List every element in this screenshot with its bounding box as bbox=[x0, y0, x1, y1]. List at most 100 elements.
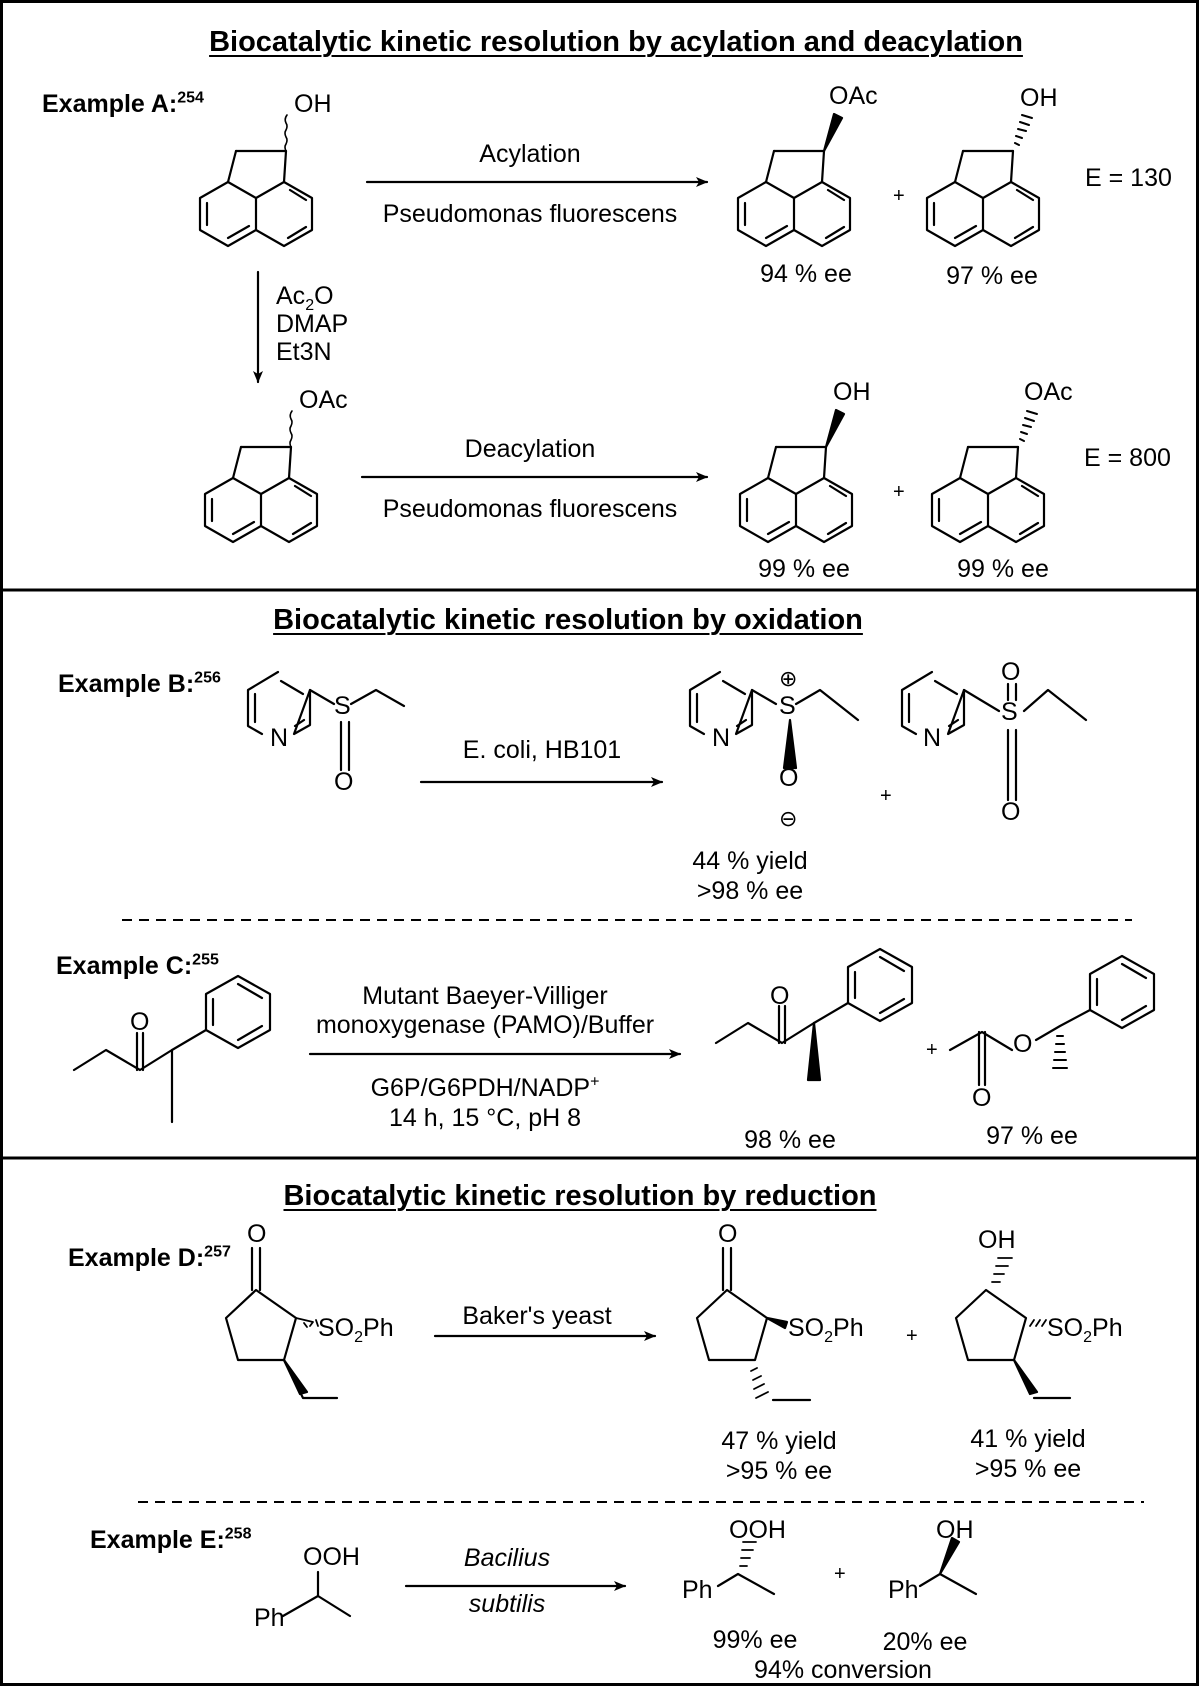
product-2-hydroxyl-e: OH bbox=[936, 1516, 974, 1544]
chiral-sulfoxide-structure bbox=[688, 670, 860, 770]
product-1-sulfonyl-group: SO2Ph bbox=[788, 1314, 864, 1346]
example-d-label: Example D:257 bbox=[68, 1243, 231, 1272]
sulfone-oxygen-bottom: O bbox=[1001, 798, 1021, 826]
product-2-hydroxyl: OH bbox=[978, 1226, 1016, 1254]
oxidation-conditions: E. coli, HB101 bbox=[462, 736, 622, 764]
sm-oxygen: O bbox=[334, 768, 354, 796]
example-a-text: Example A: bbox=[42, 90, 178, 118]
reagent-ac-sub: 2 bbox=[305, 297, 315, 314]
section-d-title: Biocatalytic kinetic resolution by reduc… bbox=[283, 1180, 877, 1212]
conversion-value: 94% conversion bbox=[754, 1656, 932, 1684]
bv-conditions-line1: Mutant Baeyer-Villiger bbox=[362, 982, 608, 1010]
example-e-label: Example E:258 bbox=[90, 1525, 252, 1554]
reagent-dmap: DMAP bbox=[276, 310, 349, 338]
sm-so: SO bbox=[318, 1314, 355, 1342]
pyridyl-sulfone-structure bbox=[900, 670, 1088, 802]
hydroperoxide-product-structure bbox=[716, 1541, 776, 1596]
bv-cofactor-text: G6P/G6PDH/NADP bbox=[370, 1074, 591, 1102]
product-nitrogen: N bbox=[712, 724, 731, 752]
example-e-text: Example E: bbox=[90, 1526, 225, 1554]
acyl-product-2-group: OH bbox=[1020, 84, 1058, 112]
organism-line1: Bacilius bbox=[463, 1544, 551, 1572]
reduction-product-2-yield: 41 % yield bbox=[970, 1425, 1086, 1453]
sm-hydroxyl-label: OH bbox=[294, 90, 332, 118]
deacylation-catalyst: Pseudomonas fluorescens bbox=[382, 495, 678, 523]
bv-conditions-line4: 14 h, 15 °C, pH 8 bbox=[388, 1104, 582, 1132]
oxidation-ee: >98 % ee bbox=[696, 877, 804, 905]
pyridyl-sulfoxide-structure bbox=[246, 670, 406, 772]
sm-hydroperoxy-group: OOH bbox=[303, 1543, 360, 1571]
oxygen-negative-charge: ⊖ bbox=[779, 806, 798, 831]
ester-oxygen: O bbox=[1013, 1030, 1033, 1058]
example-e-ref: 258 bbox=[224, 1525, 252, 1543]
ketone-sulfone-product-structure bbox=[695, 1246, 812, 1402]
alcohol-sulfone-product-structure bbox=[954, 1257, 1072, 1400]
acyl-product-1-ee: 94 % ee bbox=[760, 260, 852, 288]
acetate-ester-structure bbox=[948, 954, 1156, 1087]
product-2-phenyl: Ph bbox=[888, 1576, 919, 1604]
sm-ph: Ph bbox=[363, 1314, 394, 1342]
deacyl-e-value: E = 800 bbox=[1084, 444, 1171, 472]
reduction-product-2-ee: >95 % ee bbox=[974, 1455, 1082, 1483]
deacyl-product-2-structure bbox=[930, 410, 1046, 544]
sulfur-positive-charge: ⊕ bbox=[779, 666, 798, 691]
acyl-product-1-structure bbox=[736, 112, 852, 248]
sm-so-sub: 2 bbox=[354, 1329, 364, 1346]
example-b-text: Example B: bbox=[58, 670, 195, 698]
sm-nitrogen: N bbox=[270, 724, 289, 752]
acyl-plus-sign: + bbox=[893, 185, 905, 207]
product-1-so: SO bbox=[788, 1314, 825, 1342]
acenaphthenol-structure bbox=[198, 114, 314, 248]
example-c-text: Example C: bbox=[56, 952, 193, 980]
product-1-phenyl: Ph bbox=[682, 1576, 713, 1604]
product-1-ph: Ph bbox=[833, 1314, 864, 1342]
bv-conditions-line3: G6P/G6PDH/NADP+ bbox=[370, 1074, 600, 1102]
acyl-product-1-group: OAc bbox=[829, 82, 878, 110]
sm-phenyl: Ph bbox=[254, 1604, 285, 1632]
ketone-product-ee: 98 % ee bbox=[744, 1126, 836, 1154]
sulfone-oxygen-top: O bbox=[1001, 658, 1021, 686]
example-c-label: Example C:255 bbox=[56, 951, 219, 980]
reduction-product-1-yield: 47 % yield bbox=[721, 1427, 837, 1455]
product-1-so-sub: 2 bbox=[824, 1329, 834, 1346]
product-sulfur: S bbox=[779, 692, 796, 720]
oxidation-yield: 44 % yield bbox=[692, 847, 808, 875]
sulfonyl-cyclopentanone-structure bbox=[224, 1246, 339, 1400]
product-2-ph: Ph bbox=[1092, 1314, 1123, 1342]
deacyl-product-2-group: OAc bbox=[1024, 378, 1073, 406]
alcohol-product-structure bbox=[918, 1536, 978, 1596]
reagent-acetic-anhydride: Ac2O bbox=[276, 282, 334, 314]
reduction-conditions: Baker's yeast bbox=[462, 1302, 612, 1330]
hydroperoxide-product-ee: 99% ee bbox=[712, 1626, 798, 1654]
sm-ketone-oxygen: O bbox=[130, 1008, 150, 1036]
product-oxygen: O bbox=[779, 764, 799, 792]
alcohol-product-ee: 20% ee bbox=[882, 1628, 968, 1656]
sm-sulfonyl-group: SO2Ph bbox=[318, 1314, 394, 1346]
reduction-product-1-ee: >95 % ee bbox=[725, 1457, 833, 1485]
reagent-ac: Ac bbox=[276, 282, 306, 310]
acylation-catalyst: Pseudomonas fluorescens bbox=[382, 200, 678, 228]
sm-sulfur: S bbox=[334, 692, 351, 720]
acyl-e-value: E = 130 bbox=[1085, 164, 1172, 192]
product-2-sulfonyl-group: SO2Ph bbox=[1047, 1314, 1123, 1346]
example-c-ref: 255 bbox=[192, 951, 219, 969]
deacyl-product-1-structure bbox=[738, 408, 854, 544]
ester-product-ee: 97 % ee bbox=[986, 1122, 1078, 1150]
hydroperoxide-structure bbox=[281, 1570, 352, 1618]
example-b-label: Example B:256 bbox=[58, 669, 221, 698]
example-d-text: Example D: bbox=[68, 1244, 205, 1272]
product-2-so: SO bbox=[1047, 1314, 1084, 1342]
hydroperoxide-plus-sign: + bbox=[834, 1563, 846, 1585]
product-ketone-oxygen: O bbox=[770, 982, 790, 1010]
bv-plus-sign: + bbox=[926, 1039, 938, 1061]
deacyl-plus-sign: + bbox=[893, 481, 905, 503]
acylation-label: Acylation bbox=[479, 140, 581, 168]
example-d-ref: 257 bbox=[204, 1243, 231, 1261]
reduction-plus-sign: + bbox=[906, 1325, 918, 1347]
organism-line2: subtilis bbox=[468, 1590, 546, 1618]
example-a-ref: 254 bbox=[177, 89, 204, 107]
example-b-ref: 256 bbox=[194, 669, 221, 687]
deacyl-product-1-ee: 99 % ee bbox=[758, 555, 850, 583]
